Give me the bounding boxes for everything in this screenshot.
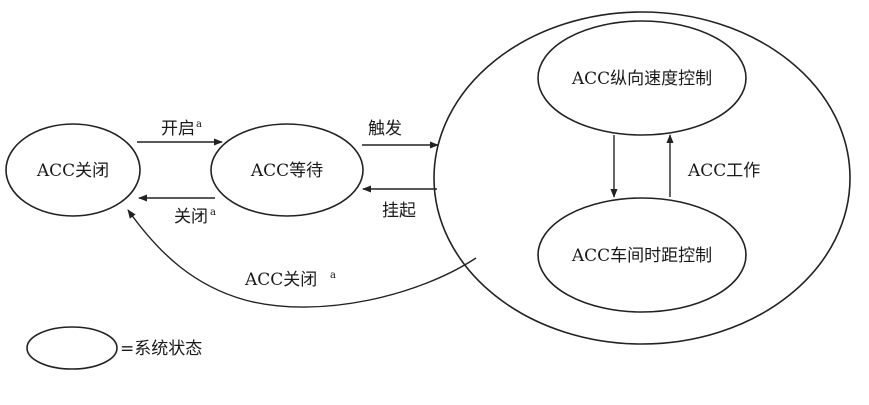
- transition-trigger-label: 触发: [368, 119, 402, 139]
- transition-acc-off-return-note: a: [330, 270, 336, 281]
- state-acc-off-label: ACC关闭: [36, 161, 109, 181]
- state-acc-wait: [210, 123, 364, 217]
- state-acc-speed-control: [537, 20, 747, 136]
- transition-open-label: 开启: [161, 119, 195, 139]
- transition-acc-off-return-arrow: [127, 209, 477, 308]
- legend-state-ellipse: [26, 326, 118, 370]
- state-acc-wait-label: ACC等待: [250, 161, 323, 181]
- state-acc-distance-control: [537, 197, 747, 313]
- transition-suspend-label: 挂起: [382, 201, 416, 221]
- transition-close-note: a: [210, 207, 216, 218]
- state-acc-off: [5, 123, 141, 217]
- transition-open-note: a: [196, 119, 202, 130]
- state-acc-distance-control-label: ACC车间时距控制: [571, 246, 712, 266]
- legend-label: =系统状态: [120, 339, 202, 359]
- transition-close-label: 关闭: [174, 207, 208, 227]
- transition-acc-off-return-label: ACC关闭: [244, 270, 317, 290]
- state-acc-speed-control-label: ACC纵向速度控制: [571, 69, 712, 89]
- state-acc-active-group-label: ACC工作: [687, 161, 760, 181]
